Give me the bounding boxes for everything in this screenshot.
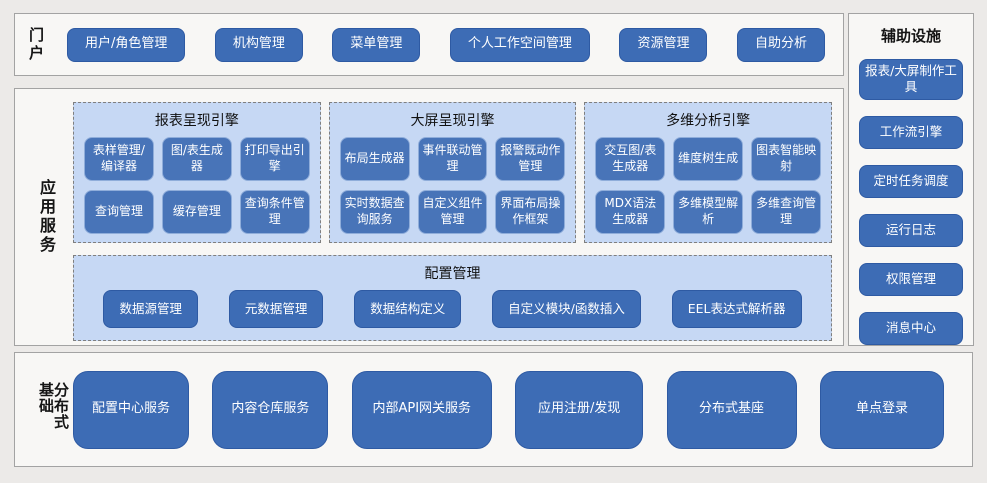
node-query-condition-management: 查询条件管理 — [239, 190, 310, 234]
portal-button-row: 用户/角色管理 机构管理 菜单管理 个人工作空间管理 资源管理 自助分析 — [67, 27, 825, 62]
node-dimension-tree-generation: 维度树生成 — [673, 137, 744, 181]
node-metadata-management: 元数据管理 — [228, 290, 324, 328]
node-content-repository-service: 内容仓库服务 — [212, 370, 329, 449]
auxiliary-section-title: 辅助设施 — [880, 27, 941, 45]
panel-dashboard-engine: 大屏呈现引擎 布局生成器 事件联动管理 报警既动作管理 实时数据查询服务 自定义… — [328, 102, 577, 243]
node-scheduled-task-dispatch: 定时任务调度 — [859, 164, 963, 198]
node-chart-smart-mapping: 图表智能映射 — [751, 137, 822, 181]
node-cache-management: 缓存管理 — [161, 190, 232, 234]
app-services-section: 应用服务 报表呈现引擎 表样管理/编译器 图/表生成器 打印导出引擎 查询管理 … — [14, 88, 844, 346]
node-realtime-data-query-service: 实时数据查询服务 — [339, 190, 410, 234]
node-mdx-syntax-generator: MDX语法生成器 — [595, 190, 666, 234]
panel-report-engine: 报表呈现引擎 表样管理/编译器 图/表生成器 打印导出引擎 查询管理 缓存管理 … — [73, 102, 321, 243]
node-eel-expression-parser: EEL表达式解析器 — [671, 290, 802, 328]
node-organization-management: 机构管理 — [214, 27, 303, 62]
node-permission-management: 权限管理 — [859, 262, 963, 296]
node-message-center: 消息中心 — [859, 311, 963, 345]
app-services-section-label: 应用服务 — [37, 179, 56, 255]
node-resource-management: 资源管理 — [619, 27, 708, 62]
panel-report-engine-title: 报表呈现引擎 — [154, 113, 239, 129]
node-layout-generator: 布局生成器 — [339, 137, 410, 181]
node-run-log: 运行日志 — [859, 213, 963, 247]
node-app-registration-discovery: 应用注册/发现 — [515, 370, 644, 449]
distributed-button-row: 配置中心服务 内容仓库服务 内部API网关服务 应用注册/发现 分布式基座 单点… — [73, 353, 944, 466]
node-single-sign-on: 单点登录 — [819, 370, 944, 449]
panel-config-management-title: 配置管理 — [424, 266, 481, 282]
node-report-style-compiler: 表样管理/编译器 — [84, 137, 154, 181]
node-config-center-service: 配置中心服务 — [73, 370, 189, 449]
node-workflow-engine: 工作流引擎 — [859, 115, 963, 149]
panel-dashboard-engine-title: 大屏呈现引擎 — [410, 113, 495, 129]
panel-olap-engine: 多维分析引擎 交互图/表生成器 维度树生成 图表智能映射 MDX语法生成器 多维… — [584, 102, 833, 243]
panel-report-engine-grid: 表样管理/编译器 图/表生成器 打印导出引擎 查询管理 缓存管理 查询条件管理 — [84, 137, 310, 234]
config-button-row: 数据源管理 元数据管理 数据结构定义 自定义模块/函数插入 EEL表达式解析器 — [88, 290, 817, 328]
auxiliary-button-column: 报表/大屏制作工具 工作流引擎 定时任务调度 运行日志 权限管理 消息中心 — [859, 59, 963, 345]
node-interactive-chart-generator: 交互图/表生成器 — [595, 137, 666, 181]
node-query-management: 查询管理 — [84, 190, 154, 234]
node-datasource-management: 数据源管理 — [103, 290, 198, 328]
node-user-role-management: 用户/角色管理 — [67, 27, 186, 62]
distributed-base-section-label: 分布式基础 — [37, 381, 70, 430]
node-event-linkage-management: 事件联动管理 — [417, 137, 488, 181]
node-print-export-engine: 打印导出引擎 — [239, 137, 310, 181]
node-menu-management: 菜单管理 — [332, 27, 421, 62]
node-personal-workspace-management: 个人工作空间管理 — [449, 27, 590, 62]
panel-olap-engine-title: 多维分析引擎 — [666, 113, 751, 129]
node-chart-table-generator: 图/表生成器 — [161, 137, 232, 181]
node-internal-api-gateway-service: 内部API网关服务 — [351, 370, 492, 449]
node-multidim-model-parsing: 多维模型解析 — [673, 190, 744, 234]
node-distributed-base-platform: 分布式基座 — [666, 370, 797, 449]
panel-dashboard-engine-grid: 布局生成器 事件联动管理 报警既动作管理 实时数据查询服务 自定义组件管理 界面… — [339, 137, 566, 234]
portal-section-label: 门户 — [27, 26, 45, 63]
node-ui-layout-operation-framework: 界面布局操作框架 — [495, 190, 566, 234]
portal-section: 门户 用户/角色管理 机构管理 菜单管理 个人工作空间管理 资源管理 自助分析 — [14, 13, 844, 76]
node-multidim-query-management: 多维查询管理 — [751, 190, 822, 234]
node-alarm-action-management: 报警既动作管理 — [495, 137, 566, 181]
node-custom-module-function-insert: 自定义模块/函数插入 — [492, 290, 641, 328]
node-report-dashboard-authoring-tool: 报表/大屏制作工具 — [859, 59, 963, 100]
panel-olap-engine-grid: 交互图/表生成器 维度树生成 图表智能映射 MDX语法生成器 多维模型解析 多维… — [595, 137, 822, 234]
node-data-structure-definition: 数据结构定义 — [354, 290, 462, 328]
node-custom-component-management: 自定义组件管理 — [417, 190, 488, 234]
panel-config-management: 配置管理 数据源管理 元数据管理 数据结构定义 自定义模块/函数插入 EEL表达… — [73, 255, 832, 341]
distributed-base-section: 分布式基础 配置中心服务 内容仓库服务 内部API网关服务 应用注册/发现 分布… — [14, 352, 973, 467]
auxiliary-section: 辅助设施 报表/大屏制作工具 工作流引擎 定时任务调度 运行日志 权限管理 消息… — [848, 13, 974, 346]
app-services-content: 报表呈现引擎 表样管理/编译器 图/表生成器 打印导出引擎 查询管理 缓存管理 … — [73, 102, 833, 341]
engine-panel-row: 报表呈现引擎 表样管理/编译器 图/表生成器 打印导出引擎 查询管理 缓存管理 … — [73, 102, 833, 243]
node-self-service-analysis: 自助分析 — [736, 27, 825, 62]
